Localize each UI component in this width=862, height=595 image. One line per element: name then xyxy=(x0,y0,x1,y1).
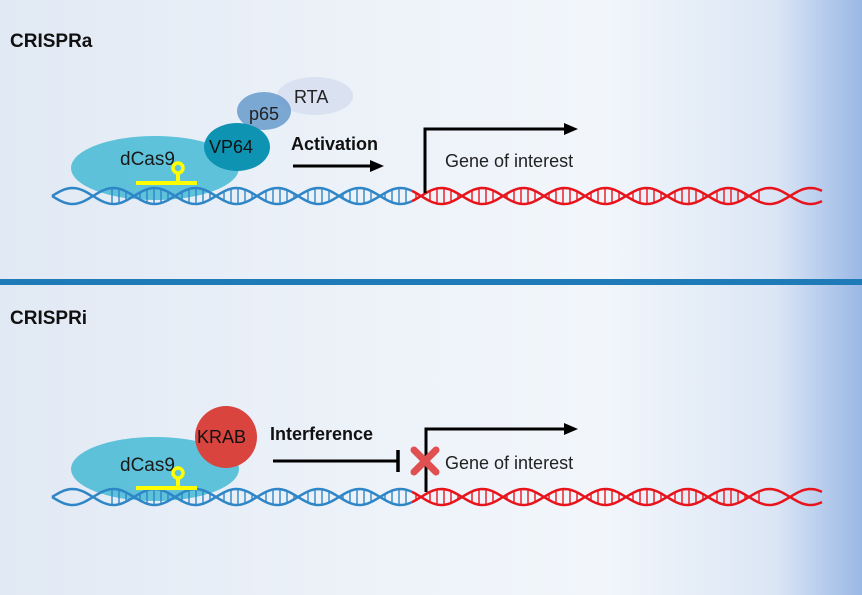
dna-helix-icon xyxy=(51,487,823,507)
dna-strand xyxy=(51,487,413,507)
interference-label: Interference xyxy=(270,424,373,444)
crispri-panel: CRISPRi dCas9 KRAB Interference xyxy=(0,285,862,595)
dna-strand xyxy=(51,487,413,507)
panel-title: CRISPRi xyxy=(10,308,88,329)
crispra-diagram: dCas9 RTA p65 VP64 Activation xyxy=(51,77,823,206)
dna-strand xyxy=(411,487,823,507)
krab-protein xyxy=(195,406,257,468)
dna-helix-icon xyxy=(51,186,823,206)
vp64-label: VP64 xyxy=(209,137,253,157)
block-x-icon xyxy=(410,446,440,476)
dcas9-protein xyxy=(71,437,239,501)
rta-protein xyxy=(277,77,353,115)
gene-of-interest-label: Gene of interest xyxy=(445,453,573,473)
activation-label: Activation xyxy=(291,134,378,154)
dna-strand xyxy=(411,186,823,206)
krab-label: KRAB xyxy=(197,427,246,447)
dna-strand xyxy=(51,186,413,206)
gene-of-interest-label: Gene of interest xyxy=(445,151,573,171)
p65-protein xyxy=(237,92,291,130)
dna-strand xyxy=(411,487,823,507)
transcription-start-arrow-icon xyxy=(423,123,578,193)
panel-divider xyxy=(0,279,862,285)
p65-label: p65 xyxy=(249,104,279,124)
crispri-diagram: dCas9 KRAB Interference xyxy=(51,406,823,507)
inhibition-bar-icon xyxy=(273,450,400,472)
crispra-panel: CRISPRa dCas9 RTA p65 VP64 Activa xyxy=(0,0,862,279)
dna-strand xyxy=(411,186,823,206)
dcas9-label: dCas9 xyxy=(120,149,175,170)
dna-strand xyxy=(51,186,413,206)
activation-arrow-icon xyxy=(293,160,384,172)
transcription-start-arrow-icon xyxy=(424,423,578,492)
vp64-protein xyxy=(204,123,270,171)
panel-title: CRISPRa xyxy=(10,31,93,52)
guide-rna-icon xyxy=(136,466,197,490)
guide-rna-icon xyxy=(136,161,197,185)
rta-label: RTA xyxy=(294,87,328,107)
dcas9-label: dCas9 xyxy=(120,455,175,476)
